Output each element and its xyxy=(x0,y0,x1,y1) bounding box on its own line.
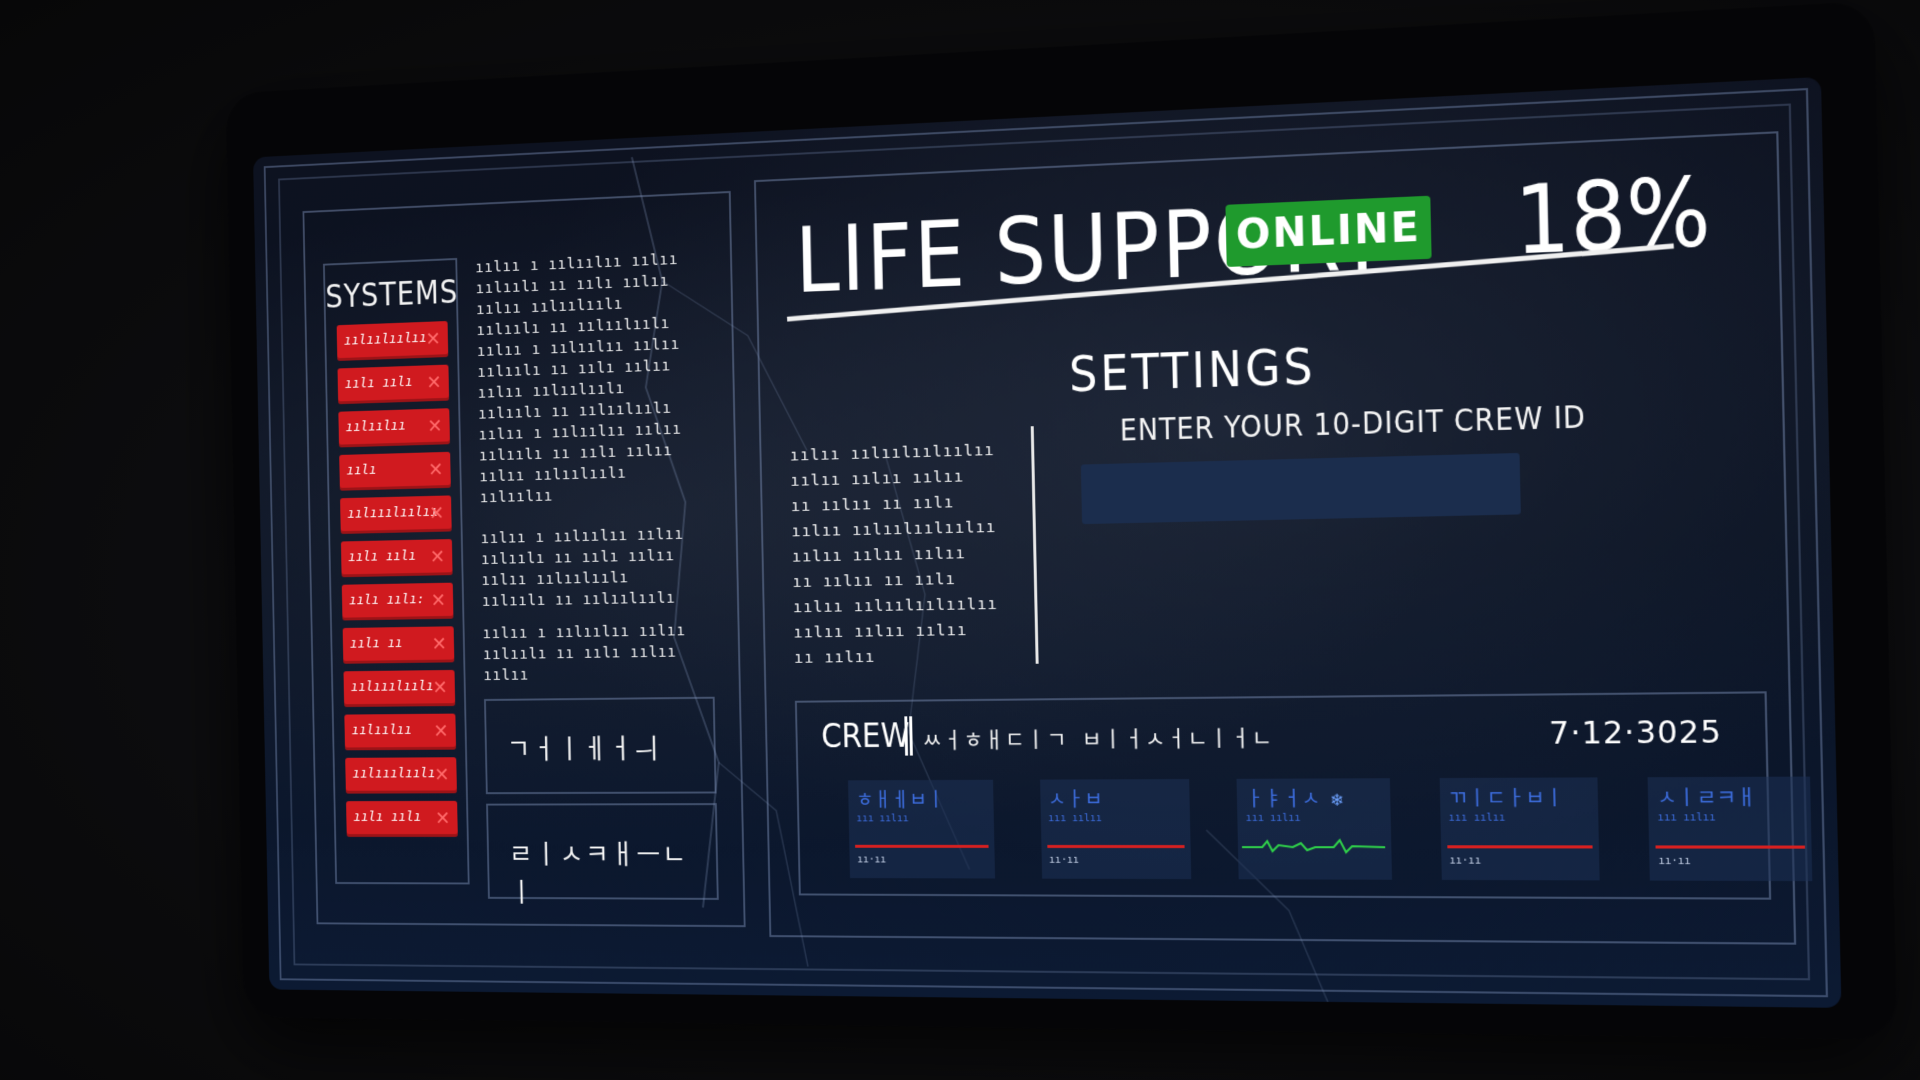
system-item[interactable]: ıılı ✕ xyxy=(339,451,451,491)
crew-member-footer: ıı·ıı xyxy=(1658,855,1691,868)
snowflake-icon: ❄ xyxy=(1319,789,1343,811)
text-line: ıılıı ıılıı ıılıı xyxy=(793,620,968,642)
crew-member-meta: ııı ıılıı xyxy=(1448,812,1506,824)
vital-sign-line xyxy=(1242,835,1386,859)
x-icon: ✕ xyxy=(434,762,450,786)
x-icon: ✕ xyxy=(433,719,449,743)
system-item-label: ıılı ıı xyxy=(349,635,403,652)
left-panel: SYSTEMS ıılıılıılıı✕ıılı ıılı✕ıılıılıı✕ı… xyxy=(302,190,746,928)
x-icon: ✕ xyxy=(428,501,445,525)
crew-title: CREW xyxy=(820,716,911,757)
crew-id-input[interactable] xyxy=(1080,452,1521,525)
crew-member-footer: ıı·ıı xyxy=(857,854,887,866)
crew-member-name: ㅏㅑㅓㅅ ❄ xyxy=(1244,786,1343,811)
x-icon: ✕ xyxy=(431,632,447,656)
system-item[interactable]: ıılııılıılı✕ xyxy=(345,757,457,794)
crew-member-meta: ııı ıılıı xyxy=(1048,813,1103,825)
system-item[interactable]: ıılı ıı ✕ xyxy=(342,626,455,664)
system-item[interactable]: ıılıılıı ✕ xyxy=(344,713,457,751)
crew-member-name: ㅅㅏㅂ xyxy=(1047,787,1103,812)
system-item[interactable]: ıılıılıı ✕ xyxy=(338,408,450,448)
system-item[interactable]: ıılıılıılıı✕ xyxy=(336,320,449,361)
status-badge: ONLINE xyxy=(1225,195,1432,267)
crew-member-name: ㅎㅐㅔㅂㅣ xyxy=(855,787,945,812)
system-item-label: ıılııılıılı xyxy=(350,678,434,695)
system-item-label: ıılııılıılı xyxy=(352,765,436,782)
system-item-label: ıılıılıı xyxy=(345,418,407,436)
crew-member-meta: ııı ıılıı xyxy=(1657,812,1716,824)
crew-member-meta: ııı ıılıı xyxy=(1245,812,1301,825)
system-item[interactable]: ıılı ıılı ✕ xyxy=(340,539,453,578)
crew-id-label: ENTER YOUR 10-DIGIT CREW ID xyxy=(1119,399,1587,449)
x-icon: ✕ xyxy=(425,326,441,351)
crew-member-card[interactable]: ㅏㅑㅓㅅ ❄ııı ıılıı xyxy=(1236,778,1393,880)
crew-member-meta: ııı ıılıı xyxy=(856,813,909,825)
system-item-label: ıılıılıı xyxy=(351,722,413,739)
screen: SYSTEMS ıılıılıılıı✕ıılı ıılı✕ıılıılıı✕ı… xyxy=(253,76,1842,1008)
crew-member-name: ㅅㅣㄹㅋㅐ xyxy=(1656,785,1757,811)
systems-panel: SYSTEMS ıılıılıılıı✕ıılı ıılı✕ıılıılıı✕ı… xyxy=(323,257,470,885)
system-item-label: ıılı ıılı xyxy=(353,809,422,825)
x-icon: ✕ xyxy=(430,588,447,612)
crew-title-separator xyxy=(904,716,913,756)
monitor-bezel: SYSTEMS ıılıılıılıı✕ıılı ıılı✕ıılıılıı✕ı… xyxy=(225,0,1898,1041)
crew-member-footer: ıı·ıı xyxy=(1049,854,1080,866)
settings-info: ıılıı ıılıılıılıılıı ıılıı ıılıı ıılıı ıı … xyxy=(790,436,1026,670)
flatline-indicator xyxy=(1447,845,1593,849)
text-line: ıı ıılıı ıı ıılı xyxy=(792,569,957,591)
x-icon: ✕ xyxy=(432,675,448,699)
x-icon: ✕ xyxy=(427,457,444,481)
crew-date: 7·12·3025 xyxy=(1548,714,1723,752)
crew-member-name: ㄲㅣㄷㅏㅂㅣ xyxy=(1447,785,1565,811)
crew-subtitle: ㅆㅓㅎㅐㄷㅣㄱ ㅂㅣㅓㅅㅓㄴㅣㅓㄴ xyxy=(921,726,1274,754)
system-item-label: ıılı ıılı: xyxy=(349,591,425,609)
text-line: ıılıı ıılıılıılıılıı xyxy=(792,594,999,617)
text-line: ıılıı ıılıılıılıılıı xyxy=(791,517,997,541)
panel-button-1[interactable]: ㄱㅓㅣㅔㅓㅢ xyxy=(484,696,717,795)
flatline-indicator xyxy=(1046,844,1185,849)
right-panel: LIFE SUPPORT ONLINE 18% SETTINGS ıılıı ı… xyxy=(753,131,1813,945)
systems-list: ıılıılıılıı✕ıılı ıılı✕ıılıılıı✕ıılı✕ıılı… xyxy=(326,320,467,837)
system-item-label: ıılı xyxy=(346,462,377,479)
text-line: ıı ıılıı xyxy=(793,647,876,667)
system-item-label: ıılı ıılı xyxy=(344,374,413,392)
text-line: ıılıılı ıı ıılıılıılı xyxy=(481,589,676,610)
x-icon: ✕ xyxy=(434,806,451,830)
x-icon: ✕ xyxy=(427,414,443,438)
system-item-label: ıılı ıılı xyxy=(348,548,417,565)
text-line: ıılıı xyxy=(483,666,530,684)
systems-title: SYSTEMS xyxy=(325,273,459,317)
system-item[interactable]: ıılı ıılı ✕ xyxy=(337,364,450,405)
system-item[interactable]: ıılııılıılıı✕ xyxy=(340,495,452,534)
panel-button-2[interactable]: ㄹㅣㅅㅋㅐㅡㄴㅣ xyxy=(486,803,719,909)
system-item[interactable]: ıılı ıılı: ✕ xyxy=(341,582,454,621)
flatline-indicator xyxy=(855,844,989,848)
system-item[interactable]: ıılııılıılı✕ xyxy=(343,669,456,708)
text-line: ıılıılı ıı ıılı ıılıı xyxy=(482,643,678,663)
system-item[interactable]: ıılı ıılı ✕ xyxy=(346,800,458,837)
system-item-label: ıılııılıılıı xyxy=(347,504,439,522)
x-icon: ✕ xyxy=(429,544,446,568)
flatline-indicator xyxy=(1655,845,1806,849)
crew-member-footer: ıı·ıı xyxy=(1449,855,1482,867)
x-icon: ✕ xyxy=(426,370,442,394)
settings-divider xyxy=(1030,426,1039,664)
settings-title: SETTINGS xyxy=(1068,337,1317,404)
system-item-label: ıılıılıılıı xyxy=(343,330,428,349)
